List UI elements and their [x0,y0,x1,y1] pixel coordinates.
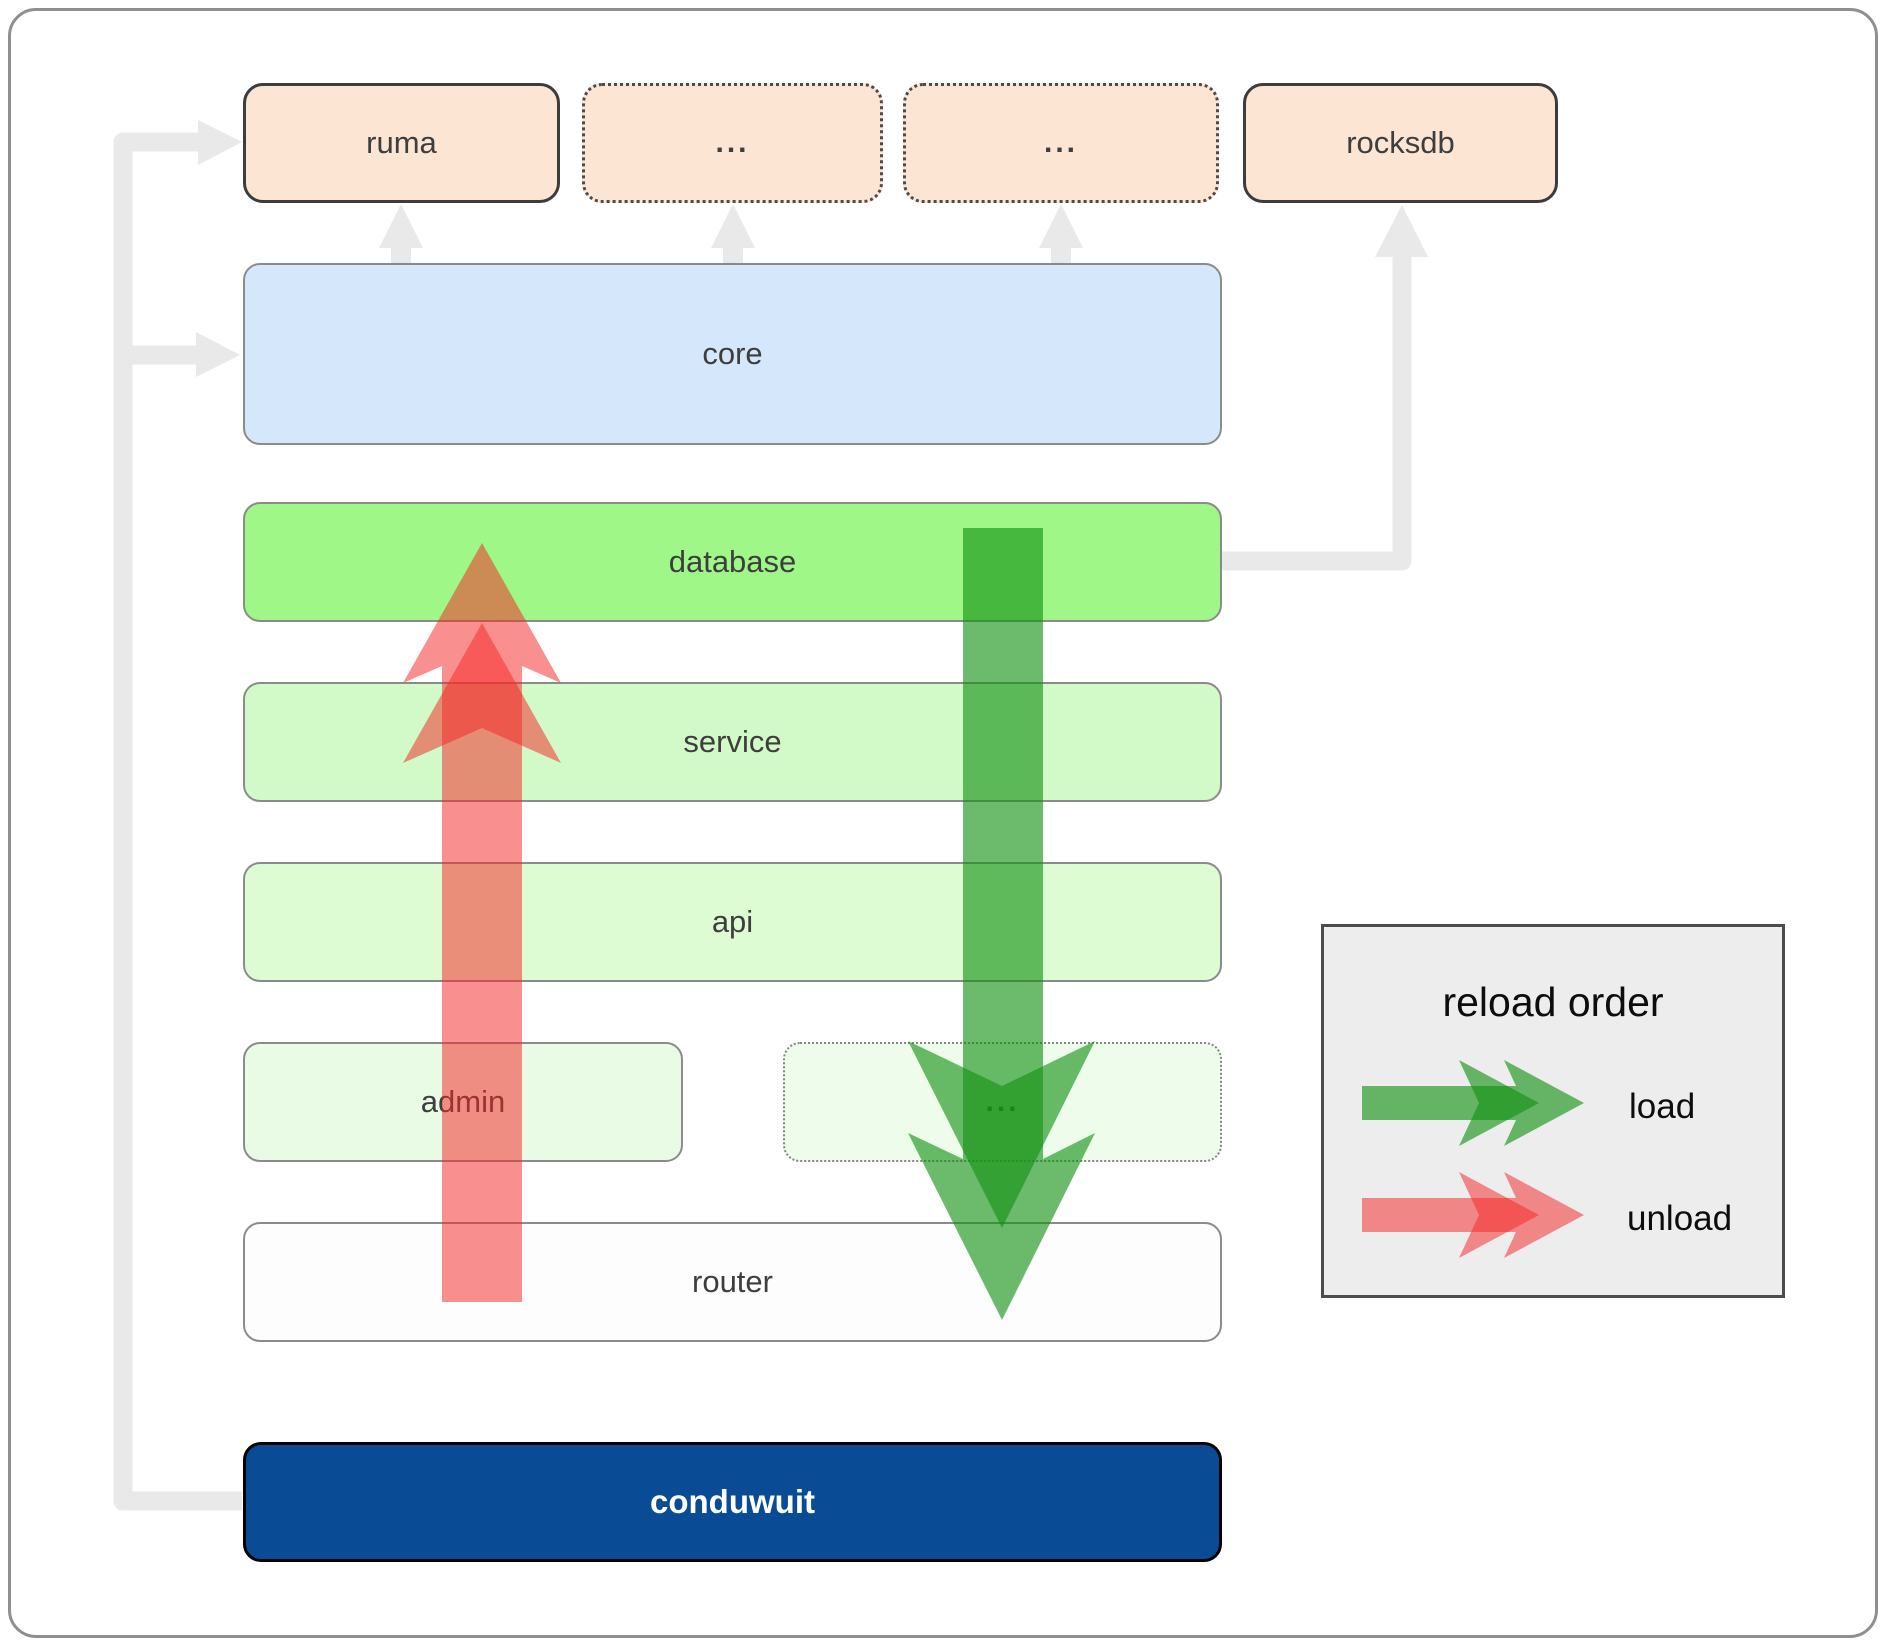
node-conduwuit: conduwuit [243,1442,1222,1562]
node-core-label: core [702,336,763,371]
node-ellipsis-top-2: ... [903,83,1219,203]
node-rocksdb-label: rocksdb [1346,125,1455,160]
diagram-outer-frame [8,8,1878,1638]
legend-title: reload order [1442,979,1664,1025]
node-core: core [243,263,1222,445]
node-router: router [243,1222,1222,1342]
legend-load-label: load [1629,1087,1696,1126]
node-ellipsis-admin-row: ... [783,1042,1222,1162]
node-database-label: database [668,544,797,579]
node-admin: admin [243,1042,683,1162]
node-ellipsis-top-1: ... [582,83,883,203]
node-rocksdb: rocksdb [1243,83,1558,203]
node-conduwuit-label: conduwuit [650,1483,815,1520]
node-service: service [243,682,1222,802]
node-ellipsis-top-1-label: ... [715,126,750,159]
node-ellipsis-top-2-label: ... [1043,126,1078,159]
node-api: api [243,862,1222,982]
node-admin-label: admin [420,1084,506,1119]
legend-unload-label: unload [1627,1199,1733,1238]
node-api-label: api [711,904,754,939]
node-ellipsis-admin-row-label: ... [985,1085,1020,1118]
node-ruma-label: ruma [366,125,437,160]
node-database: database [243,502,1222,622]
node-router-label: router [692,1264,773,1299]
node-ruma: ruma [243,83,560,203]
legend: reload order load unload [1321,924,1785,1298]
node-service-label: service [683,724,782,759]
